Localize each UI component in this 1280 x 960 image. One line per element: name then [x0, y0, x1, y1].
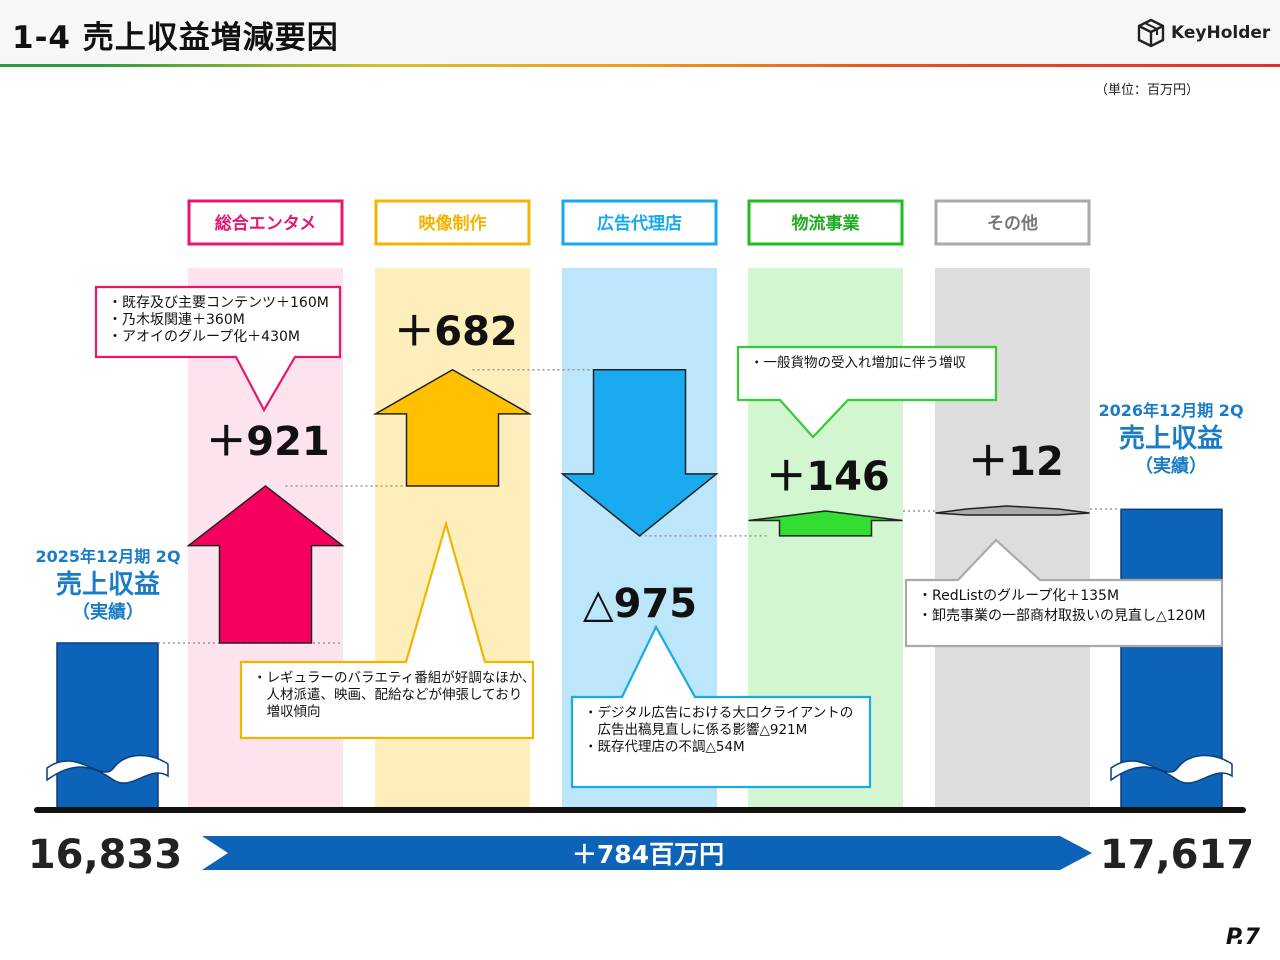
page-number: P.7 [1225, 925, 1260, 950]
start-bar [56, 642, 159, 811]
company-logo: KeyHolder [1136, 18, 1270, 48]
callout-text-logistics: ・一般貨物の受入れ増加に伴う増収 [750, 354, 966, 371]
change-arrow-other [935, 505, 1090, 516]
segment-header-box-ad_agency [561, 199, 718, 246]
segment-header-box-other [934, 199, 1091, 246]
start-total-value: 16,833 [28, 832, 182, 878]
total-change-label: ＋784百万円 [572, 840, 724, 869]
callout-box-video [239, 520, 535, 740]
callout-text-ad_agency: ・デジタル広告における大口クライアントの [584, 704, 853, 721]
callout-text-entertainment: ・乃木坂関連＋360M [108, 312, 245, 328]
end-period: 2026年12月期 2Q [1098, 401, 1243, 420]
end-metric: 売上収益 [1119, 424, 1223, 454]
change-arrow-video [372, 368, 533, 487]
segment-header-box-entertainment [187, 199, 344, 246]
page-title: 1-4 売上収益増減要因 [12, 20, 339, 56]
header-rule [0, 64, 1280, 67]
start-period: 2025年12月期 2Q [35, 547, 180, 566]
segment-header-box-video [374, 199, 531, 246]
start-metric: 売上収益 [56, 570, 160, 600]
header-bar [0, 0, 1280, 66]
callout-text-other: ・卸売事業の一部商材取扱いの見直し△120M [918, 607, 1206, 624]
callout-text-other: ・RedListのグループ化＋135M [918, 588, 1119, 604]
segment-header-video: 映像制作 [419, 213, 487, 234]
end-total-value: 17,617 [1100, 832, 1254, 878]
value-label-ad_agency: △975 [583, 581, 697, 627]
callout-text-entertainment: ・アオイのグループ化＋430M [108, 329, 300, 345]
segment-header-box-logistics [747, 199, 904, 246]
callout-text-ad_agency: 広告出稿見直しに係る影響△921M [584, 721, 807, 738]
axis-break-start [46, 754, 169, 784]
total-change-arrow [202, 836, 1092, 870]
segment-header-entertainment: 総合エンタメ [215, 213, 317, 234]
cube-logo-icon [1137, 18, 1165, 48]
change-arrow-ad_agency [560, 368, 719, 537]
segment-header-ad_agency: 広告代理店 [597, 213, 682, 234]
value-label-video: ＋682 [394, 309, 518, 355]
callout-text-entertainment: ・既存及び主要コンテンツ＋160M [108, 295, 329, 311]
callout-text-video: 増収傾向 [253, 704, 321, 720]
callout-box-logistics [736, 345, 998, 439]
logo-text: KeyHolder [1171, 23, 1271, 43]
end-note: （実績） [1135, 455, 1207, 477]
change-arrow-logistics [748, 510, 903, 537]
segment-header-other: その他 [987, 213, 1038, 234]
callout-text-video: ・レギュラーのバラエティ番組が好調なほか、 [253, 670, 535, 686]
callout-box-other [904, 538, 1224, 648]
unit-note: （単位：百万円） [1095, 83, 1200, 98]
value-label-other: ＋12 [968, 439, 1064, 485]
value-label-entertainment: ＋921 [206, 419, 330, 465]
value-label-logistics: ＋146 [766, 454, 890, 500]
segment-header-logistics: 物流事業 [792, 213, 860, 234]
start-note: （実績） [72, 601, 144, 623]
callout-box-entertainment [94, 285, 342, 413]
callout-box-ad_agency [570, 624, 872, 789]
change-arrow-entertainment [186, 485, 345, 644]
callout-text-ad_agency: ・既存代理店の不調△54M [584, 739, 745, 755]
callout-text-video: 人材派遣、映画、配給などが伸張しており [253, 687, 522, 703]
axis-break-end [1110, 754, 1233, 784]
